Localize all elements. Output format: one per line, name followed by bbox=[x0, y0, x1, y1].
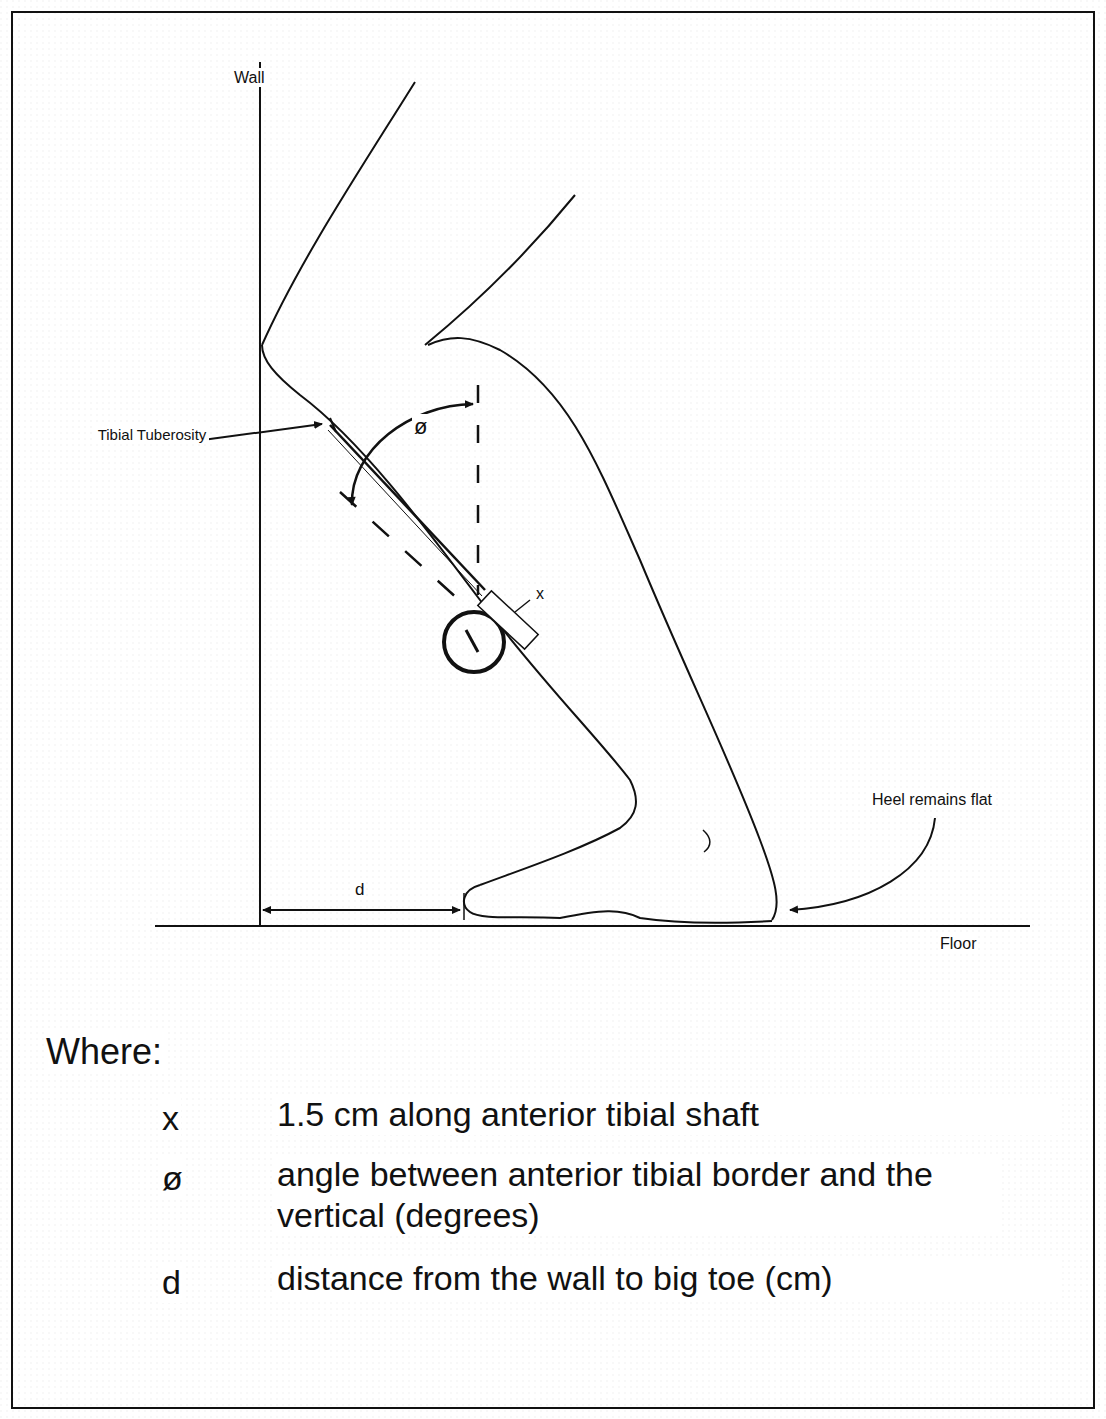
tibial-border bbox=[328, 430, 482, 596]
vertical-reference bbox=[477, 385, 480, 595]
legend-symbol: d bbox=[160, 1262, 183, 1303]
x-leader bbox=[515, 600, 530, 612]
symbol-label: d bbox=[353, 880, 366, 900]
ankle-bone bbox=[703, 830, 710, 852]
symbol-label: x bbox=[534, 584, 546, 603]
legend-text: 1.5 cm along anterior tibial shaft bbox=[275, 1094, 1059, 1135]
legend-symbol: ø bbox=[160, 1158, 185, 1199]
frame bbox=[12, 12, 1094, 1408]
foot-outline bbox=[464, 885, 772, 923]
axis-label: Wall bbox=[232, 68, 267, 87]
symbol-label: ø bbox=[412, 414, 429, 440]
legend-text: distance from the wall to big toe (cm) bbox=[275, 1258, 1059, 1299]
thigh-back bbox=[425, 195, 575, 345]
legend-text: angle between anterior tibial border and… bbox=[275, 1154, 999, 1236]
legend-symbol: x bbox=[160, 1098, 181, 1139]
calf-outline bbox=[428, 338, 777, 920]
heel-arrow bbox=[790, 818, 935, 910]
shin-outline bbox=[262, 345, 636, 885]
tuberosity-tick bbox=[330, 418, 336, 432]
x-marker bbox=[478, 591, 538, 649]
thigh-front bbox=[262, 82, 415, 345]
angle-arc bbox=[352, 404, 473, 505]
tibia-reference bbox=[340, 492, 470, 610]
note-label: Heel remains flat bbox=[870, 790, 994, 809]
floor-line bbox=[155, 925, 1030, 927]
tibial-border bbox=[330, 425, 485, 590]
d-tick bbox=[463, 893, 465, 920]
wall-line bbox=[259, 62, 261, 926]
d-dimension bbox=[263, 909, 460, 911]
axis-label: Floor bbox=[938, 934, 978, 953]
legend-heading: Where: bbox=[44, 1030, 164, 1073]
inclinometer-needle bbox=[466, 630, 478, 652]
part-label: Tibial Tuberosity bbox=[95, 426, 209, 444]
